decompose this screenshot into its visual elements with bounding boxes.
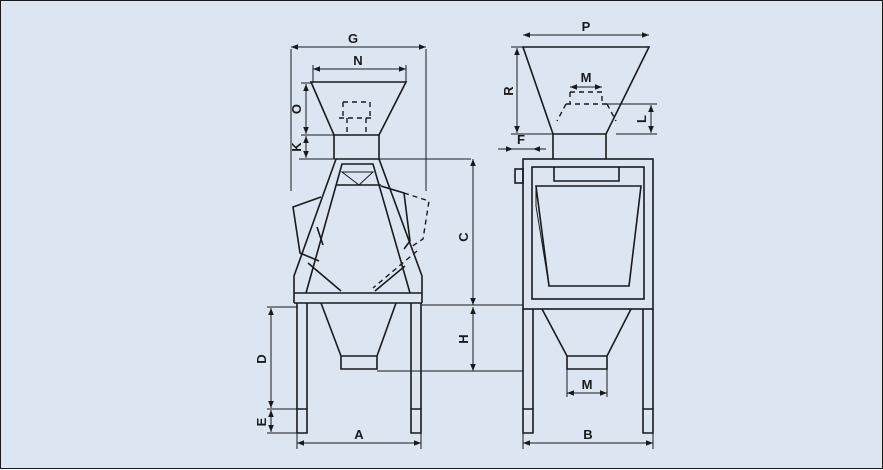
front-lower-hopper [320, 302, 397, 370]
front-inner-sleeve [339, 101, 374, 135]
label-b: B [583, 427, 592, 442]
front-view [290, 49, 430, 434]
label-l: L [634, 115, 649, 123]
label-n: N [353, 53, 362, 68]
label-h: H [456, 334, 471, 343]
side-stand [522, 309, 654, 409]
label-m-bottom: M [582, 377, 593, 392]
side-inner-sleeve [556, 91, 617, 122]
side-frame [522, 158, 654, 310]
front-stand [296, 303, 422, 409]
label-f: F [517, 132, 525, 147]
label-o: O [289, 104, 304, 114]
label-a: A [354, 427, 364, 442]
side-view [514, 46, 654, 434]
front-frame [293, 158, 423, 303]
label-m-top: M [581, 70, 592, 85]
label-g: G [348, 31, 358, 46]
side-hopper [521, 46, 651, 135]
label-d: D [254, 354, 269, 363]
side-lower-hopper [541, 308, 632, 370]
front-hopper [309, 81, 408, 136]
label-r: R [501, 86, 516, 96]
label-c: C [456, 232, 471, 242]
label-k: K [289, 142, 304, 152]
label-e: E [254, 417, 269, 426]
label-p: P [582, 19, 591, 34]
dimension-text: G N O K C H D E A P M R L F M B [254, 19, 649, 442]
dimension-lines [267, 32, 657, 449]
